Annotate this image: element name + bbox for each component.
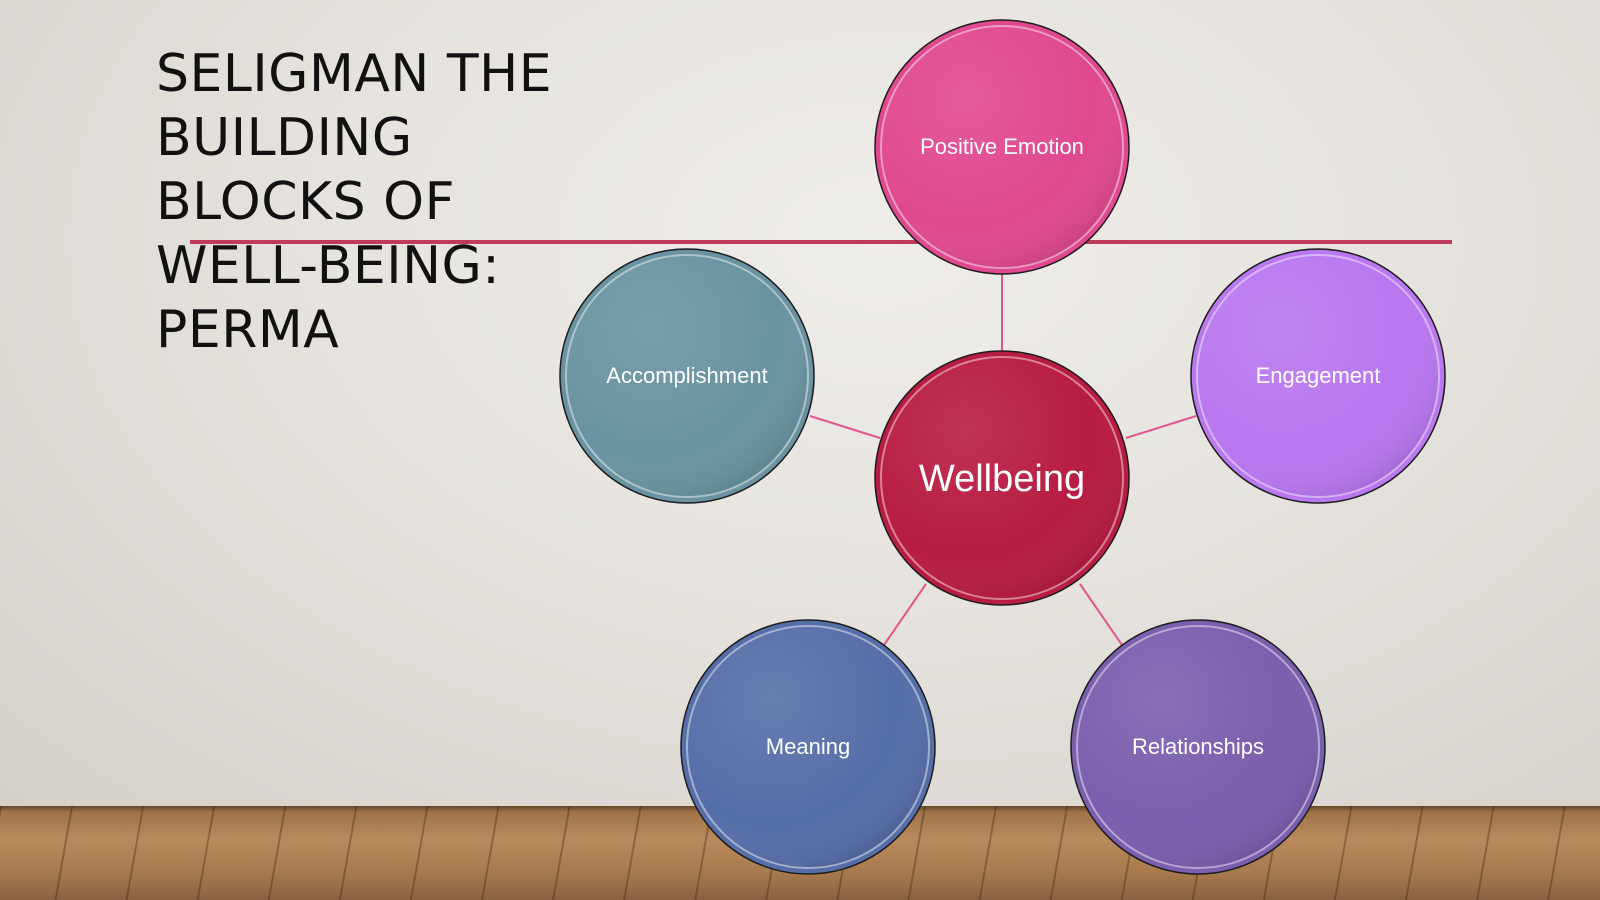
connector-accomplishment (809, 415, 881, 439)
node-engagement: Engagement (1190, 248, 1446, 504)
node-engagement-label: Engagement (1256, 363, 1381, 388)
title-line-1: SELIGMAN THE (156, 44, 553, 104)
connector-relationships (1079, 583, 1123, 646)
node-relationships: Relationships (1070, 619, 1326, 875)
node-relationships-label: Relationships (1132, 734, 1264, 759)
connector-meaning (883, 583, 927, 646)
connector-engagement (1125, 415, 1197, 439)
node-center: Wellbeing (874, 350, 1130, 606)
node-positive-emotion-label: Positive Emotion (920, 134, 1084, 159)
node-meaning: Meaning (680, 619, 936, 875)
title-line-3: BLOCKS OF (156, 172, 456, 232)
title-line-5: PERMA (156, 300, 340, 360)
slide-title: SELIGMAN THE BUILDING BLOCKS OF WELL-BEI… (156, 42, 596, 362)
connectors (809, 274, 1197, 646)
node-accomplishment: Accomplishment (559, 248, 815, 504)
title-line-2: BUILDING (156, 108, 413, 168)
node-meaning-label: Meaning (766, 734, 850, 759)
accent-line (190, 240, 1452, 244)
node-center-label: Wellbeing (919, 458, 1085, 500)
title-line-4: WELL-BEING: (156, 236, 501, 296)
node-accomplishment-label: Accomplishment (606, 363, 767, 388)
node-positive-emotion: Positive Emotion (874, 19, 1130, 275)
